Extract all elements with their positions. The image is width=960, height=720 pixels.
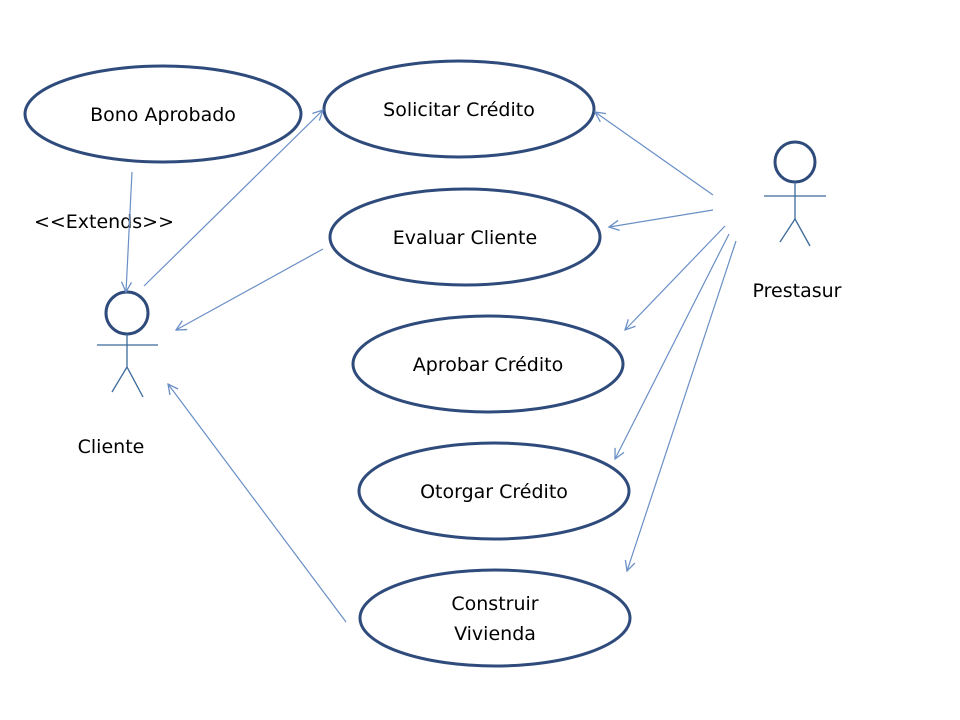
prestasur-evaluar-arrow (609, 209, 714, 227)
cliente-solicitar-arrow (143, 110, 323, 287)
use-case-evaluar-label: Evaluar Cliente (393, 227, 537, 249)
use-case-otorgar-label: Otorgar Crédito (420, 481, 568, 503)
use-case-bono-aprobado: Bono Aprobado (23, 64, 303, 164)
actor-prestasur (764, 140, 826, 247)
actor-prestasur-label: Prestasur (753, 280, 842, 302)
use-case-otorgar-credito: Otorgar Crédito (357, 441, 631, 541)
actor-cliente-label: Cliente (78, 436, 145, 458)
construir-cliente-arrow (168, 384, 347, 623)
actor-cliente (97, 290, 158, 398)
evaluar-cliente-arrow (176, 248, 324, 330)
use-case-construir-label-line2: Vivienda (454, 623, 536, 645)
prestasur-construir-arrow (627, 240, 737, 571)
extends-arrow (126, 171, 133, 292)
use-case-bono-label: Bono Aprobado (90, 104, 236, 126)
use-case-aprobar-credito: Aprobar Crédito (351, 314, 625, 414)
prestasur-solicitar-arrow (595, 112, 714, 196)
use-case-construir-label-line1: Construir (451, 593, 538, 615)
actor-prestasur-head (773, 140, 817, 184)
prestasur-otorgar-arrow (615, 233, 730, 459)
use-case-solicitar-credito: Solicitar Crédito (322, 59, 596, 159)
use-case-aprobar-label: Aprobar Crédito (413, 354, 563, 376)
actor-cliente-head (104, 290, 150, 336)
use-case-evaluar-cliente: Evaluar Cliente (328, 187, 602, 287)
use-case-solicitar-label: Solicitar Crédito (383, 99, 535, 121)
use-case-construir-vivienda: Construir Vivienda (358, 568, 632, 668)
extends-stereotype-label: <<Extends>> (34, 211, 174, 233)
prestasur-aprobar-arrow (625, 225, 726, 330)
